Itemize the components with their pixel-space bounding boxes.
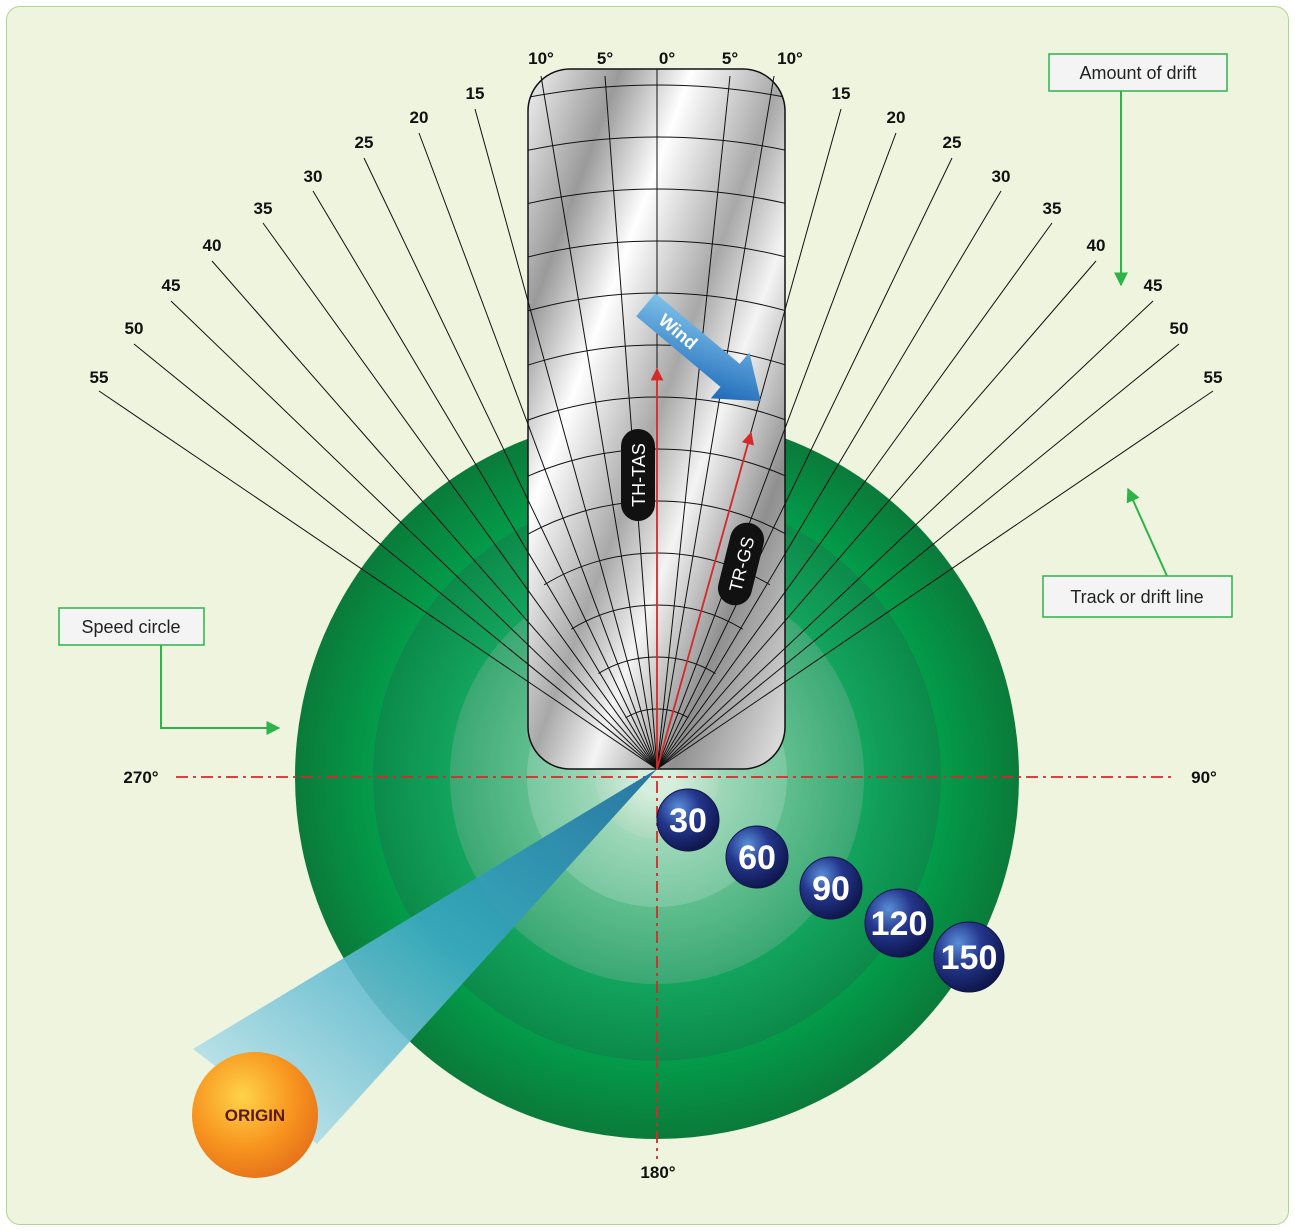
- speed-marker-90: 90: [799, 856, 863, 920]
- speed-marker-60: 60: [725, 825, 789, 889]
- drift-label-left-20: 20: [410, 108, 429, 127]
- drift-label-left-40: 40: [203, 236, 222, 255]
- drift-line: [656, 75, 775, 770]
- drift-line: [363, 157, 658, 770]
- drift-label-right-55: 55: [1204, 368, 1223, 387]
- drift-label-right-15: 15: [832, 84, 851, 103]
- wind-triangle-diagram: Wind TH-TAS TR-GS 10° 5° 0° 5° 10° 15 20…: [58, 49, 1233, 1182]
- speed-marker-30-label: 30: [669, 802, 707, 840]
- drift-label-right-30: 30: [992, 167, 1011, 186]
- reference-lines: [176, 776, 1176, 1159]
- drift-line: [98, 390, 658, 770]
- drift-label-left-45: 45: [162, 276, 181, 295]
- callout-amount-of-drift: Amount of drift: [1048, 53, 1228, 287]
- drift-label-left-50: 50: [125, 319, 144, 338]
- drift-label-right-20: 20: [887, 108, 906, 127]
- callout-speed-circle-label: Speed circle: [81, 617, 180, 637]
- drift-line: [656, 300, 1154, 770]
- drift-label-right-50: 50: [1170, 319, 1189, 338]
- drift-line: [133, 343, 658, 770]
- drift-label-left-15: 15: [466, 84, 485, 103]
- drift-label-right-25: 25: [943, 133, 962, 152]
- th-tas-tag: TH-TAS: [621, 429, 655, 521]
- callout-track-or-drift-line-label: Track or drift line: [1070, 587, 1203, 607]
- origin-marker: ORIGIN: [192, 1052, 318, 1178]
- callout-speed-circle: Speed circle: [58, 607, 281, 735]
- drift-label-right-45: 45: [1144, 276, 1163, 295]
- drift-line: [656, 260, 1097, 770]
- origin-label: ORIGIN: [225, 1106, 285, 1125]
- drift-line: [211, 260, 658, 770]
- speed-marker-150: 150: [933, 921, 1005, 993]
- drift-label-right-35: 35: [1043, 199, 1062, 218]
- drift-label-right-5: 5°: [722, 49, 738, 68]
- drift-line: [656, 157, 953, 770]
- drift-line: [312, 190, 658, 770]
- drift-line: [418, 132, 658, 770]
- direction-label-west: 270°: [123, 768, 158, 787]
- drift-label-left-55: 55: [90, 368, 109, 387]
- drift-line: [262, 222, 658, 770]
- drift-label-left-35: 35: [254, 199, 273, 218]
- drift-label-right-10: 10°: [777, 49, 803, 68]
- drift-line: [656, 132, 897, 770]
- drift-label-left-30: 30: [304, 167, 323, 186]
- drift-line: [540, 75, 658, 770]
- drift-label-right-40: 40: [1087, 236, 1106, 255]
- tr-gs-vector: [656, 431, 755, 770]
- drift-line: [656, 222, 1053, 770]
- tr-gs-tag: TR-GS: [717, 522, 765, 606]
- speed-marker-60-label: 60: [738, 839, 776, 877]
- origin-beam: [193, 769, 657, 1144]
- th-tas-label: TH-TAS: [629, 443, 649, 507]
- speed-circle-markers: 30 60 90 120 150: [656, 788, 1005, 993]
- speed-marker-150-label: 150: [941, 939, 998, 977]
- callout-amount-of-drift-label: Amount of drift: [1079, 63, 1196, 83]
- diagram-frame: Wind TH-TAS TR-GS 10° 5° 0° 5° 10° 15 20…: [6, 6, 1289, 1225]
- drift-line: [604, 75, 658, 770]
- drift-label-left-10: 10°: [528, 49, 554, 68]
- drift-line: [656, 343, 1180, 770]
- drift-line: [170, 300, 658, 770]
- callout-track-or-drift-line: Track or drift line: [1042, 487, 1233, 618]
- direction-label-east: 90°: [1191, 768, 1217, 787]
- drift-labels: 10° 5° 0° 5° 10° 15 20 25 30 35 40 45 50…: [90, 49, 1223, 387]
- drift-label-zero: 0°: [659, 49, 675, 68]
- drift-line: [656, 390, 1214, 770]
- drift-line: [474, 108, 658, 770]
- drift-line: [656, 75, 731, 770]
- drift-label-left-25: 25: [355, 133, 374, 152]
- speed-marker-30: 30: [656, 788, 720, 852]
- drift-line: [656, 190, 1002, 770]
- speed-marker-90-label: 90: [812, 870, 850, 908]
- direction-label-south: 180°: [640, 1163, 675, 1182]
- drift-label-left-5: 5°: [597, 49, 613, 68]
- speed-marker-120: 120: [864, 888, 934, 958]
- speed-marker-120-label: 120: [871, 905, 928, 943]
